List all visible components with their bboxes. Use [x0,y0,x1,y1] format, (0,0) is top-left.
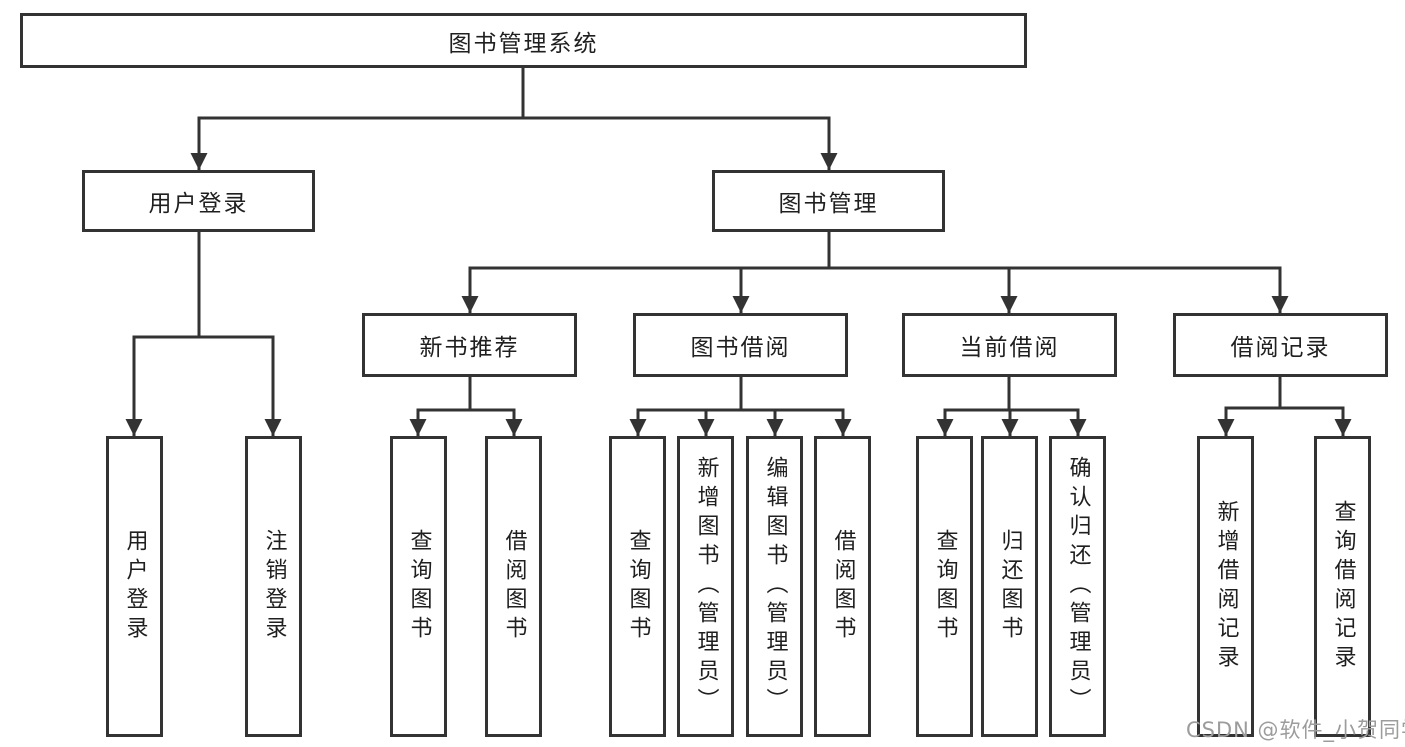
node-label: 图书管理系统 [448,30,599,57]
leaf-label: 新增图书（管理员） [693,456,719,717]
leaf-add-book-admin: 新增图书（管理员） [677,436,734,737]
node-label: 当前借阅 [959,335,1060,361]
leaf-label: 归还图书 [997,528,1023,645]
node-borrowing-records: 借阅记录 [1173,313,1388,377]
leaf-return-books: 归还图书 [981,436,1038,737]
leaf-label: 用户登录 [122,528,148,645]
leaf-label: 注销登录 [261,528,287,645]
leaf-label: 借阅图书 [830,528,856,645]
leaf-query-borrow-record: 查询借阅记录 [1314,436,1371,737]
csdn-watermark: CSDN @软件_小贺同学 [1186,718,1405,742]
leaf-label: 编辑图书（管理员） [762,456,788,717]
leaf-user-login: 用户登录 [106,436,163,737]
node-label: 图书借阅 [690,335,791,361]
node-book-borrowing: 图书借阅 [633,313,848,377]
leaf-query-books-current: 查询图书 [916,436,973,737]
leaf-add-borrow-record: 新增借阅记录 [1197,436,1254,737]
node-library-management-system: 图书管理系统 [20,13,1027,68]
node-label: 借阅记录 [1230,335,1331,361]
leaf-query-books-borrowing: 查询图书 [609,436,666,737]
node-label: 用户登录 [148,191,249,217]
node-book-management: 图书管理 [712,170,945,232]
node-new-book-recommendation: 新书推荐 [362,313,577,377]
node-label: 图书管理 [778,191,879,217]
node-label: 新书推荐 [419,335,520,361]
leaf-label: 查询图书 [932,528,958,645]
node-current-borrowing: 当前借阅 [902,313,1117,377]
leaf-borrow-books-recommend: 借阅图书 [485,436,542,737]
leaf-label: 新增借阅记录 [1213,499,1239,674]
leaf-logout: 注销登录 [245,436,302,737]
leaf-label: 确认归还（管理员） [1065,456,1091,717]
leaf-borrow-books-borrowing: 借阅图书 [814,436,871,737]
leaf-label: 查询图书 [406,528,432,645]
leaf-query-books-recommend: 查询图书 [390,436,447,737]
leaf-edit-book-admin: 编辑图书（管理员） [746,436,803,737]
leaf-label: 查询图书 [625,528,651,645]
leaf-label: 查询借阅记录 [1330,499,1356,674]
leaf-confirm-return-admin: 确认归还（管理员） [1049,436,1106,737]
node-user-login: 用户登录 [82,170,315,232]
leaf-label: 借阅图书 [501,528,527,645]
